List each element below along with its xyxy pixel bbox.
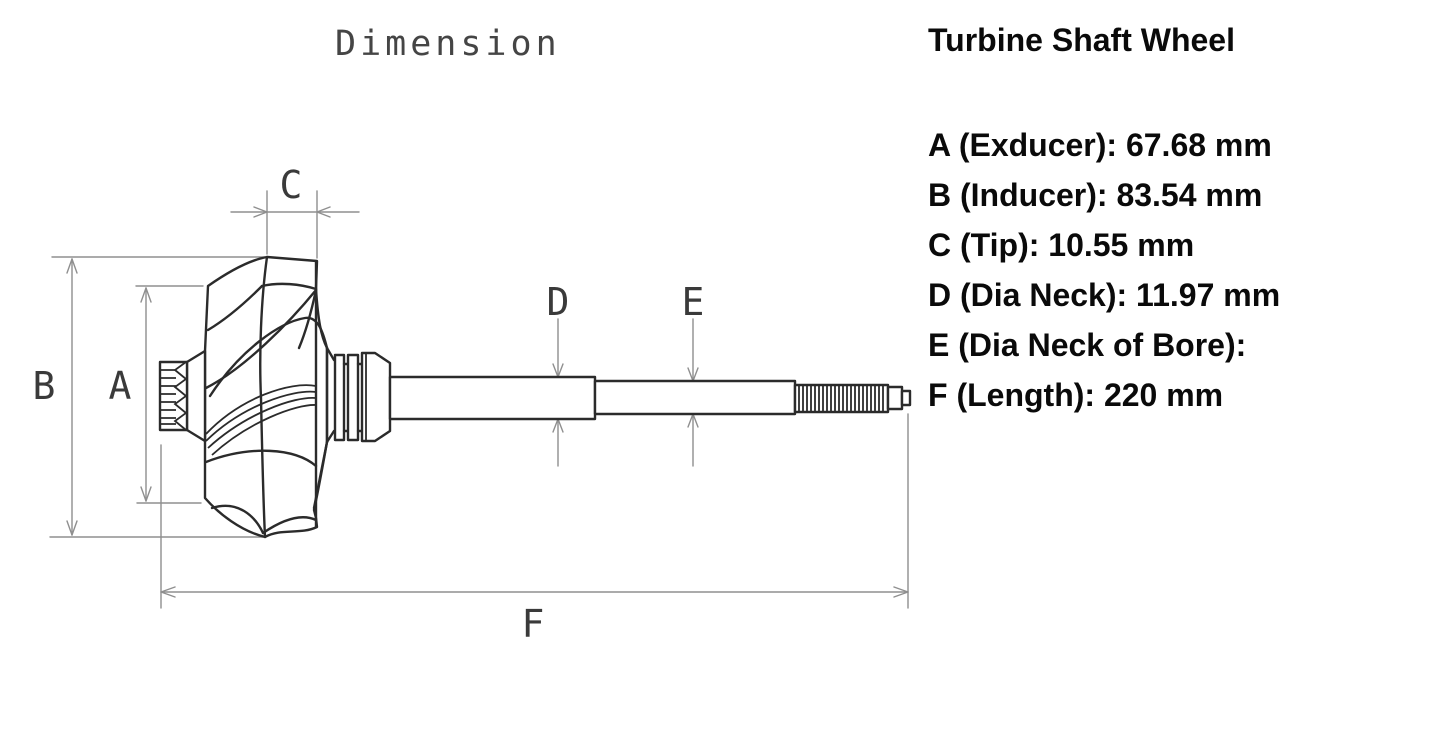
label-a: A <box>109 364 132 408</box>
spec-row-f: F (Length): 220 mm <box>928 377 1224 413</box>
dimension-f <box>160 413 909 609</box>
dimension-d <box>552 318 564 467</box>
label-d: D <box>547 280 570 324</box>
shaft-neck-d <box>388 375 597 421</box>
shaft <box>388 375 912 421</box>
spec-row-c: C (Tip): 10.55 mm <box>928 227 1195 263</box>
spec-list: A (Exducer): 67.68 mm B (Inducer): 83.54… <box>928 120 1280 420</box>
spec-title: Turbine Shaft Wheel <box>928 22 1235 58</box>
label-c: C <box>280 163 303 207</box>
spec-row-e: E (Dia Neck of Bore): <box>928 327 1247 363</box>
drawing-title: Dimension <box>335 24 561 64</box>
dimension-e <box>687 318 699 467</box>
spline-nut <box>158 349 207 443</box>
thread-section <box>793 383 890 414</box>
dimension-c <box>230 190 360 259</box>
shaft-end-nub <box>900 389 912 407</box>
dimension-b <box>49 256 266 538</box>
spec-row-d: D (Dia Neck): 11.97 mm <box>928 277 1281 313</box>
label-b: B <box>33 364 56 408</box>
label-e: E <box>682 280 705 324</box>
shaft-neck-e <box>593 379 797 416</box>
spec-row-a: A (Exducer): 67.68 mm <box>928 127 1272 163</box>
dimension-a <box>135 285 204 504</box>
shaft-end-cap <box>886 385 904 411</box>
spec-row-b: B (Inducer): 83.54 mm <box>928 177 1263 213</box>
label-f: F <box>522 602 545 646</box>
turbine-wheel <box>203 255 329 539</box>
seal-rings <box>325 346 392 444</box>
